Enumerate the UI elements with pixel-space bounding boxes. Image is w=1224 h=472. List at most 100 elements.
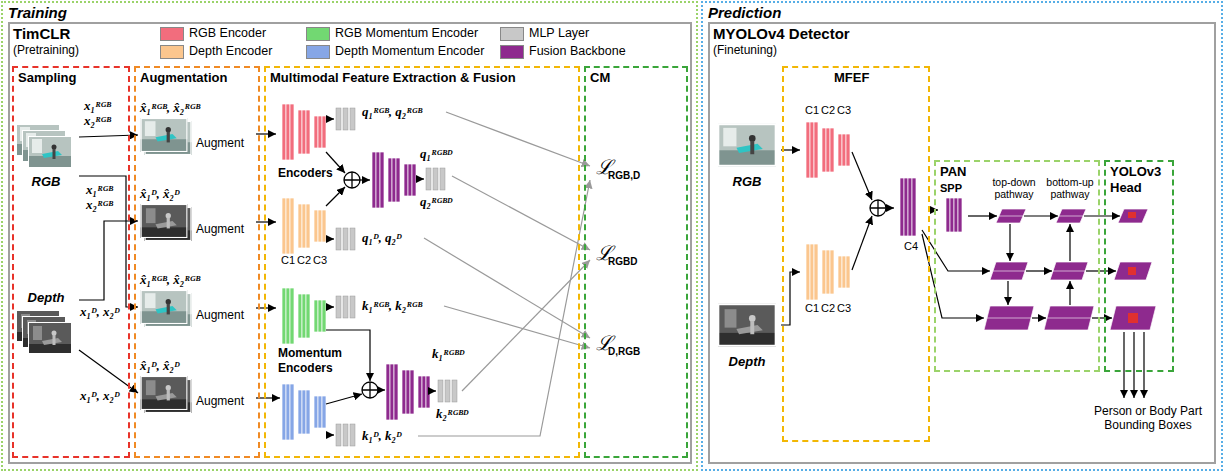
text-slot: Sampling [18, 70, 77, 86]
text-slot: Depth [16, 290, 76, 306]
legend-swatch [160, 27, 184, 41]
math-symbol: k₂ᴿᴳᴮᴰ [436, 406, 468, 421]
legend-text: Fusion Backbone [529, 44, 626, 59]
text-slot: (Pretraining) [13, 43, 79, 57]
text-slot: C2 [821, 104, 835, 117]
text-slot: Multimodal Feature Extraction & Fusion [270, 70, 516, 86]
text-slot: Augmentation [140, 70, 227, 86]
text-slot: Fusion Backbone [529, 44, 626, 59]
text-slot: Augment [196, 222, 244, 236]
node-text: Sampling [18, 70, 77, 86]
fusion-layer: C4 [894, 176, 931, 256]
node-text: Depth [716, 354, 778, 370]
text-slot: C2 [297, 254, 311, 267]
node-text: Augmentation [140, 70, 227, 86]
augmented-view: x̂₁ᴰ, x̂₂ᴰAugment [138, 186, 256, 250]
node-text: x̂₁ᴿᴳᴮ, x̂₂ᴿᴳᴮ [140, 272, 200, 287]
node-text: Prediction [708, 4, 781, 22]
text-slot: MYOLOv4 Detector [713, 25, 850, 43]
legend-text: Depth Encoder [189, 44, 272, 59]
text-slot: PAN [940, 164, 966, 180]
text-slot: RGB Encoder [189, 26, 266, 41]
text-slot: Encoders [278, 166, 333, 181]
text-slot: Augment [196, 308, 244, 322]
node-text: Multimodal Feature Extraction & Fusion [270, 70, 516, 86]
node-text: C3 [313, 254, 327, 267]
math-symbol: x₁ᴿᴳᴮ [84, 98, 111, 113]
detector-panel: MYOLOv4 Detector(Finetuning)RGBDepthMFEF… [708, 22, 1216, 464]
node-text: C1 [805, 104, 819, 117]
math-symbol: q₁ᴰ, q₂ᴰ [362, 230, 402, 245]
text-slot: C1 [805, 104, 819, 117]
legend-swatch [160, 45, 184, 59]
math-symbol: k₁ᴿᴳᴮᴰ [432, 346, 464, 361]
node-text: PAN [940, 164, 966, 180]
text-slot: Person or Body Part Bounding Boxes [1091, 404, 1205, 432]
encoder-block: Encoders [276, 102, 352, 186]
legend-swatch [500, 45, 524, 59]
head-stage: YOLOv3 Head [1104, 160, 1174, 372]
text-slot: q₁ᴿᴳᴮ, q₂ᴿᴳᴮ [362, 104, 422, 119]
text-slot: MFEF [834, 70, 869, 86]
text-slot: C1 [281, 254, 295, 267]
text-slot: C3 [313, 254, 327, 267]
text-slot: x̂₁ᴰ, x̂₂ᴰ [140, 358, 180, 373]
text-slot: Depth Momentum Encoder [335, 44, 484, 59]
fusion-stage: Multimodal Feature Extraction & FusionEn… [264, 66, 580, 458]
text-slot: bottom-up pathway [1042, 176, 1098, 200]
math-symbol: x₂ᴿᴳᴮ [86, 197, 113, 212]
text-slot: k₁ᴿᴳᴮᴰ [432, 346, 464, 361]
node-text: Training [8, 4, 67, 22]
math-symbol: k₁ᴰ, k₂ᴰ [362, 428, 402, 443]
node-text: C4 [894, 240, 928, 253]
node-text: MYOLOv4 Detector [713, 25, 850, 43]
text-slot: q₂ᴿᴳᴮᴰ [420, 194, 452, 209]
node-text: C3 [837, 104, 851, 117]
node-text: SPP [940, 182, 962, 195]
text-slot: x̂₁ᴿᴳᴮ, x̂₂ᴿᴳᴮ [140, 272, 200, 287]
text-slot: top-down pathway [986, 176, 1042, 200]
node-text: RGB [716, 174, 778, 190]
image-stack: RGB [16, 120, 79, 198]
encoder-block: Momentum Encoders [276, 286, 349, 378]
image-stack: Depth [16, 290, 79, 366]
text-slot: k₂ᴿᴳᴮᴰ [436, 406, 468, 421]
text-slot: C4 [894, 240, 928, 253]
node-text: x̂₁ᴰ, x̂₂ᴰ [140, 358, 180, 373]
text-slot: x₁ᴿᴳᴮ [86, 182, 113, 197]
text-slot: k₁ᴿᴳᴮ, k₂ᴿᴳᴮ [362, 298, 422, 313]
text-slot: MLP Layer [529, 26, 589, 41]
node-text: TimCLR [13, 25, 70, 43]
text-slot: x₂ᴿᴳᴮ [84, 113, 111, 128]
text-slot: x₁ᴿᴳᴮ [84, 98, 111, 113]
legend-text: RGB Momentum Encoder [335, 26, 478, 41]
math-symbol: x₁ᴿᴳᴮ [86, 182, 113, 197]
augmented-view: x̂₁ᴿᴳᴮ, x̂₂ᴿᴳᴮAugment [138, 272, 256, 336]
legend-text: Depth Momentum Encoder [335, 44, 484, 59]
math-symbol: q₁ᴿᴳᴮ, q₂ᴿᴳᴮ [362, 104, 422, 119]
node-text: Augment [196, 136, 244, 150]
loss-subscript: D,RGB [608, 346, 640, 358]
node-text: Augment [196, 222, 244, 236]
math-symbol: q₁ᴿᴳᴮᴰ [420, 146, 452, 161]
input-image: RGB [716, 118, 781, 194]
node-text: C2 [297, 254, 311, 267]
math-symbol: q₂ᴿᴳᴮᴰ [420, 194, 452, 209]
text-slot: x₂ᴿᴳᴮ [86, 197, 113, 212]
augmented-view: x̂₁ᴿᴳᴮ, x̂₂ᴿᴳᴮAugment [138, 100, 256, 164]
node-text: Augment [196, 308, 244, 322]
input-image: Depth [716, 298, 781, 374]
text-slot: q₁ᴰ, q₂ᴰ [362, 230, 402, 245]
spp-block: SPP [938, 182, 978, 238]
text-slot: Depth [716, 354, 778, 370]
text-slot: RGB [16, 174, 76, 190]
encoder-block: C1C2C3 [800, 242, 860, 318]
augmented-view: x̂₁ᴰ, x̂₂ᴰAugment [138, 358, 256, 422]
pathway-label: top-down pathway [986, 176, 1042, 200]
math-symbol: k₁ᴿᴳᴮ, k₂ᴿᴳᴮ [362, 298, 422, 313]
text-slot: YOLOv3 Head [1110, 164, 1170, 196]
math-symbol: x₁ᴰ, x₂ᴰ [80, 388, 120, 403]
node-text: Depth [16, 290, 76, 306]
prediction-panel: PredictionMYOLOv4 Detector(Finetuning)RG… [701, 1, 1223, 471]
